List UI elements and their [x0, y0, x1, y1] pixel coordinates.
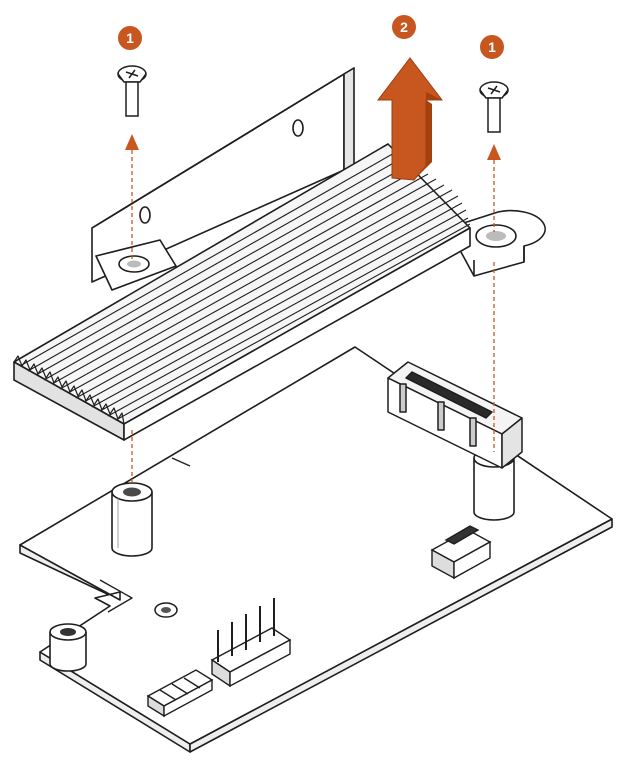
callout-label: 2	[400, 19, 408, 35]
heatsink	[13, 67, 546, 441]
callout-step-2: 2	[392, 15, 416, 39]
callout-step-1-right: 1	[480, 35, 504, 59]
callout-label: 1	[488, 39, 496, 55]
callout-step-1-left: 1	[118, 26, 142, 50]
alignment-guides	[131, 150, 495, 486]
heatsink-fins	[19, 151, 471, 421]
standoff-left	[111, 482, 153, 557]
fan-connector	[430, 525, 492, 580]
screw-right	[479, 81, 509, 133]
lift-arrow-icon	[376, 57, 444, 181]
callout-label: 1	[126, 30, 134, 46]
m2-connector	[387, 361, 523, 469]
board-nut	[154, 602, 178, 618]
corner-standoff	[49, 623, 87, 672]
pin-header	[210, 598, 292, 688]
pin-socket	[146, 669, 214, 718]
arrow-up-icon	[125, 134, 501, 160]
screw-left	[117, 65, 147, 117]
